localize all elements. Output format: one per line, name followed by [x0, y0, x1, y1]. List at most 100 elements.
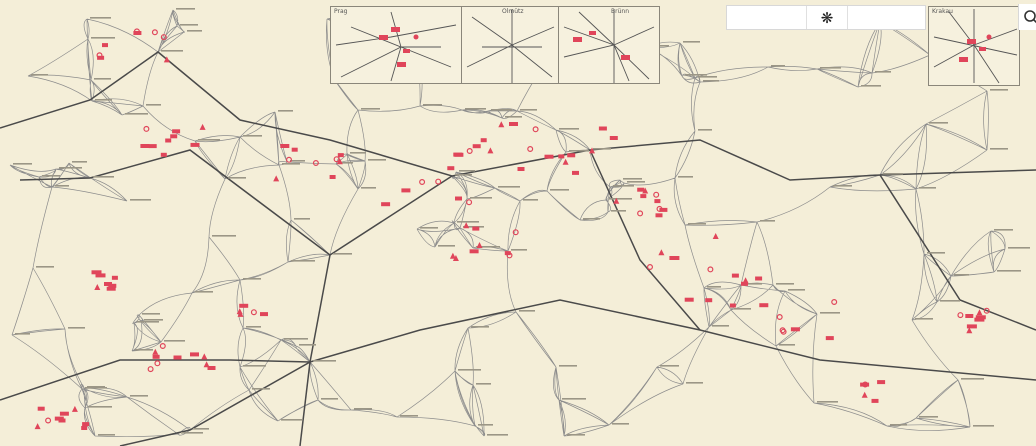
rail-line-main [589, 149, 701, 331]
town-label [683, 41, 700, 43]
facility-symbol [152, 354, 160, 359]
town-label [72, 161, 87, 163]
facility-symbol [45, 417, 52, 424]
facility-symbol [712, 233, 719, 239]
facility-symbol [466, 148, 473, 155]
facility-symbol [133, 31, 142, 35]
facility-symbol [133, 28, 140, 35]
town-label [130, 199, 151, 201]
town-label [760, 220, 775, 222]
town-label [623, 178, 642, 180]
facility-symbol [983, 307, 990, 314]
town-label [55, 185, 69, 187]
town-label [420, 227, 438, 229]
facility-symbol [96, 52, 103, 59]
facility-symbol [598, 126, 607, 131]
town-label [294, 218, 310, 220]
facility-symbol [684, 297, 694, 302]
facility-symbol [173, 355, 182, 360]
town-label [688, 223, 706, 225]
town-label [15, 333, 30, 335]
town-label [478, 424, 493, 426]
inset-lines [563, 9, 655, 83]
town-label [180, 24, 198, 26]
facility-symbol [659, 207, 668, 212]
town-label [284, 338, 308, 340]
asterisk-icon[interactable]: ❋ [820, 8, 834, 27]
facility-symbol [199, 123, 206, 130]
viewer-toolbar: ❋ [726, 5, 926, 30]
facility-symbol [976, 309, 983, 316]
toolbar-segment[interactable] [727, 6, 807, 29]
facility-symbol [658, 249, 665, 256]
town-label [833, 185, 852, 187]
facility-symbol [877, 380, 886, 385]
facility-symbol [469, 249, 479, 254]
town-label [246, 326, 261, 328]
town-label [368, 159, 386, 161]
facility-symbol [637, 210, 644, 217]
facility-symbol [966, 327, 973, 334]
town-label [339, 162, 353, 164]
town-label [712, 325, 729, 327]
facility-symbol [447, 166, 455, 171]
facility-symbol [613, 197, 620, 204]
town-label [361, 187, 376, 189]
town-label [612, 423, 629, 425]
inset-map-prag: Prag [330, 6, 462, 84]
facility-symbol [91, 270, 102, 275]
town-label [137, 321, 159, 323]
rail-line-main [0, 299, 1036, 401]
town-label [195, 291, 213, 293]
town-label [400, 415, 418, 417]
town-label [776, 283, 794, 285]
rail-line-main [119, 254, 331, 446]
town-label [994, 229, 1013, 231]
toolbar-segment[interactable] [847, 6, 926, 29]
town-label [90, 17, 111, 19]
town-label [927, 252, 945, 254]
facility-symbol [705, 298, 713, 303]
facility-symbol [741, 281, 748, 286]
facility-symbol [589, 147, 595, 154]
inset-title: Krakau [932, 8, 953, 15]
search-button[interactable] [1018, 4, 1036, 30]
facility-symbol [759, 303, 769, 308]
facility-symbol [504, 251, 511, 256]
town-label [181, 432, 203, 434]
town-label [929, 122, 948, 124]
town-label [990, 89, 1008, 91]
facility-symbol [250, 309, 257, 316]
town-label [176, 8, 195, 10]
facility-symbol [742, 277, 749, 284]
facility-symbol [974, 317, 985, 322]
facility-symbol [95, 273, 106, 278]
town-label [470, 197, 492, 199]
town-label [919, 187, 936, 189]
facility-symbol [476, 242, 483, 248]
town-label [333, 253, 352, 255]
facility-symbol [148, 144, 157, 149]
town-label [559, 365, 577, 367]
facility-symbol [862, 381, 869, 388]
town-label [42, 175, 60, 177]
facility-symbol [609, 136, 618, 140]
facility-symbol [637, 187, 645, 192]
facility-symbol [239, 303, 249, 308]
town-label [135, 349, 153, 351]
facility-symbol [140, 144, 150, 148]
town-label [94, 78, 111, 80]
town-label [193, 428, 209, 430]
town-label [125, 113, 148, 115]
town-label [875, 71, 891, 73]
inset-map-krakau: Krakau [928, 6, 1020, 86]
town-label [915, 318, 933, 320]
town-label [476, 246, 500, 248]
facility-symbol [509, 122, 518, 126]
town-label [164, 340, 185, 342]
facility-symbol [825, 336, 834, 341]
town-label [350, 152, 366, 154]
facility-symbol [152, 348, 159, 355]
town-label [87, 386, 105, 388]
facility-symbol [151, 29, 158, 36]
